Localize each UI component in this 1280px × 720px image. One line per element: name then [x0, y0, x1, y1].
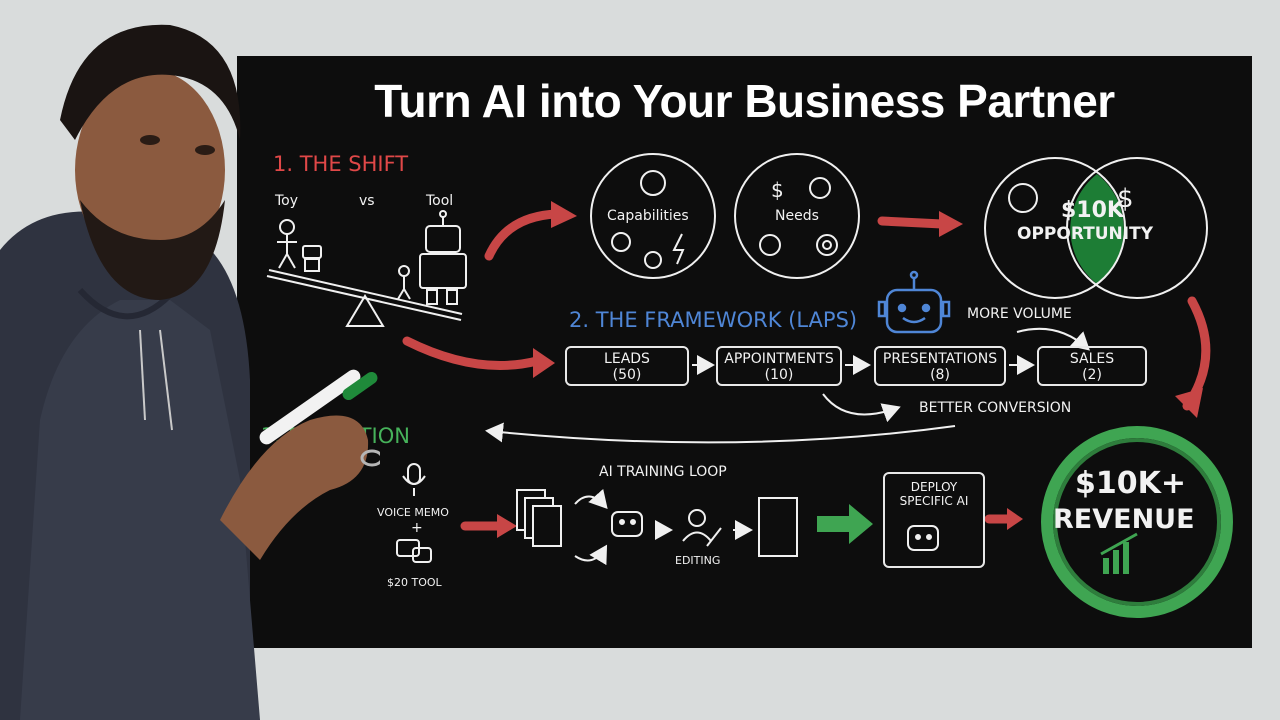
- revenue-ring: [1041, 426, 1233, 618]
- venn-value: $10K: [1061, 198, 1124, 223]
- editing-label: EDITING: [675, 554, 721, 567]
- page-title: Turn AI into Your Business Partner: [374, 75, 1115, 127]
- dollar-icon: $: [771, 178, 784, 202]
- framework-arrows: [485, 327, 1090, 566]
- toy-label: Toy: [275, 193, 299, 209]
- revenue-value: $10K+: [1075, 466, 1187, 501]
- robot-icon: [877, 270, 951, 334]
- needs-circle: [734, 153, 860, 279]
- capabilities-circle: [590, 153, 716, 279]
- red-arrowheads: [497, 201, 1203, 538]
- green-arrow: [817, 504, 873, 544]
- needs-label: Needs: [775, 208, 819, 224]
- stage-leads: LEADS (50): [565, 346, 689, 386]
- revenue-label: REVENUE: [1053, 504, 1195, 535]
- opportunity-venn: [984, 157, 1208, 299]
- plus-sign: +: [411, 520, 423, 536]
- seesaw-drawing: [266, 210, 467, 327]
- deploy-line-2: SPECIFIC AI: [899, 494, 969, 508]
- voice-memo-label: VOICE MEMO: [377, 506, 449, 519]
- dollar-icon: $: [1117, 184, 1134, 214]
- section-heading-shift: 1. THE SHIFT: [273, 152, 409, 176]
- section-heading-framework: 2. THE FRAMEWORK (LAPS): [569, 308, 858, 332]
- stage-appointments: APPOINTMENTS (10): [716, 346, 842, 386]
- presenter-photo: [0, 24, 380, 720]
- stage-label: SALES: [1069, 351, 1115, 367]
- execution-icons: [396, 463, 939, 563]
- deploy-ai-box: DEPLOY SPECIFIC AI: [883, 472, 985, 568]
- deploy-line-1: DEPLOY: [910, 480, 958, 494]
- tool-cost-label: $20 TOOL: [387, 576, 442, 589]
- better-conversion-label: BETTER CONVERSION: [919, 400, 1072, 416]
- capabilities-label: Capabilities: [607, 208, 689, 224]
- stage-count: (50): [612, 367, 642, 383]
- stage-label: APPOINTMENTS: [724, 351, 834, 367]
- stage-label: PRESENTATIONS: [882, 351, 998, 367]
- board-drawings: [266, 153, 1233, 618]
- stage-count: (2): [1082, 367, 1102, 383]
- chalkboard: Turn AI into Your Business Partner 1. TH…: [237, 56, 1252, 648]
- training-loop-label: AI TRAINING LOOP: [599, 464, 727, 480]
- vs-label: vs: [359, 193, 375, 209]
- stage-count: (10): [764, 367, 794, 383]
- stage-presentations: PRESENTATIONS (8): [874, 346, 1006, 386]
- more-volume-label: MORE VOLUME: [967, 306, 1072, 322]
- stage-label: LEADS: [604, 351, 650, 367]
- venn-label: OPPORTUNITY: [1017, 224, 1154, 244]
- tool-label: Tool: [426, 193, 454, 209]
- stage-sales: SALES (2): [1037, 346, 1147, 386]
- stage-count: (8): [930, 367, 950, 383]
